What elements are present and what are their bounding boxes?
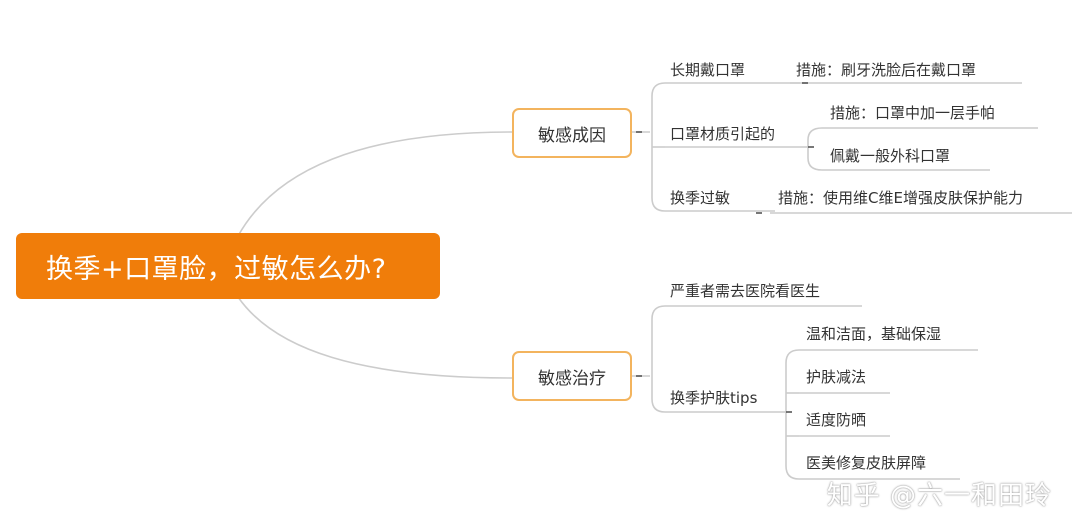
root-topic-label: 换季+口罩脸，过敏怎么办?: [46, 253, 387, 285]
watermark: 知乎 @六一和田玲: [826, 481, 1052, 511]
root-to-causes-connector: [237, 131, 513, 237]
subtopic-skincare-minus[interactable]: 护肤减法: [806, 368, 867, 386]
mask-material-bracket: [807, 127, 823, 171]
topic-long-term-mask[interactable]: 长期戴口罩: [670, 61, 746, 79]
topic-season-allergy[interactable]: 换季过敏: [670, 189, 731, 207]
branch-treatment[interactable]: 敏感治疗: [512, 351, 632, 401]
subtopic-vitamin[interactable]: 措施：使用维C维E增强皮肤保护能力: [778, 189, 1023, 207]
subtopic-medical-repair[interactable]: 医美修复皮肤屏障: [806, 454, 927, 472]
topic-skincare-tips[interactable]: 换季护肤tips: [670, 389, 758, 407]
topic-mask-material[interactable]: 口罩材质引起的: [670, 125, 776, 143]
topic-hospital[interactable]: 严重者需去医院看医生: [670, 282, 821, 300]
subtopic-handkerchief[interactable]: 措施：口罩中加一层手帕: [830, 104, 996, 122]
branch-causes[interactable]: 敏感成因: [512, 108, 632, 158]
subtopic-gentle-cleanse[interactable]: 温和洁面，基础保湿: [806, 325, 942, 343]
root-to-treatment-connector: [237, 296, 513, 379]
branch-treatment-label: 敏感治疗: [538, 368, 606, 389]
tips-bracket: [785, 349, 800, 480]
treatment-bracket: [651, 305, 666, 413]
branch-causes-label: 敏感成因: [538, 125, 606, 146]
subtopic-surgical-mask[interactable]: 佩戴一般外科口罩: [830, 147, 951, 165]
subtopic-sunscreen[interactable]: 适度防晒: [806, 411, 867, 429]
root-topic[interactable]: 换季+口罩脸，过敏怎么办?: [16, 233, 440, 299]
subtopic-brush-wash[interactable]: 措施：刷牙洗脸后在戴口罩: [796, 61, 977, 79]
